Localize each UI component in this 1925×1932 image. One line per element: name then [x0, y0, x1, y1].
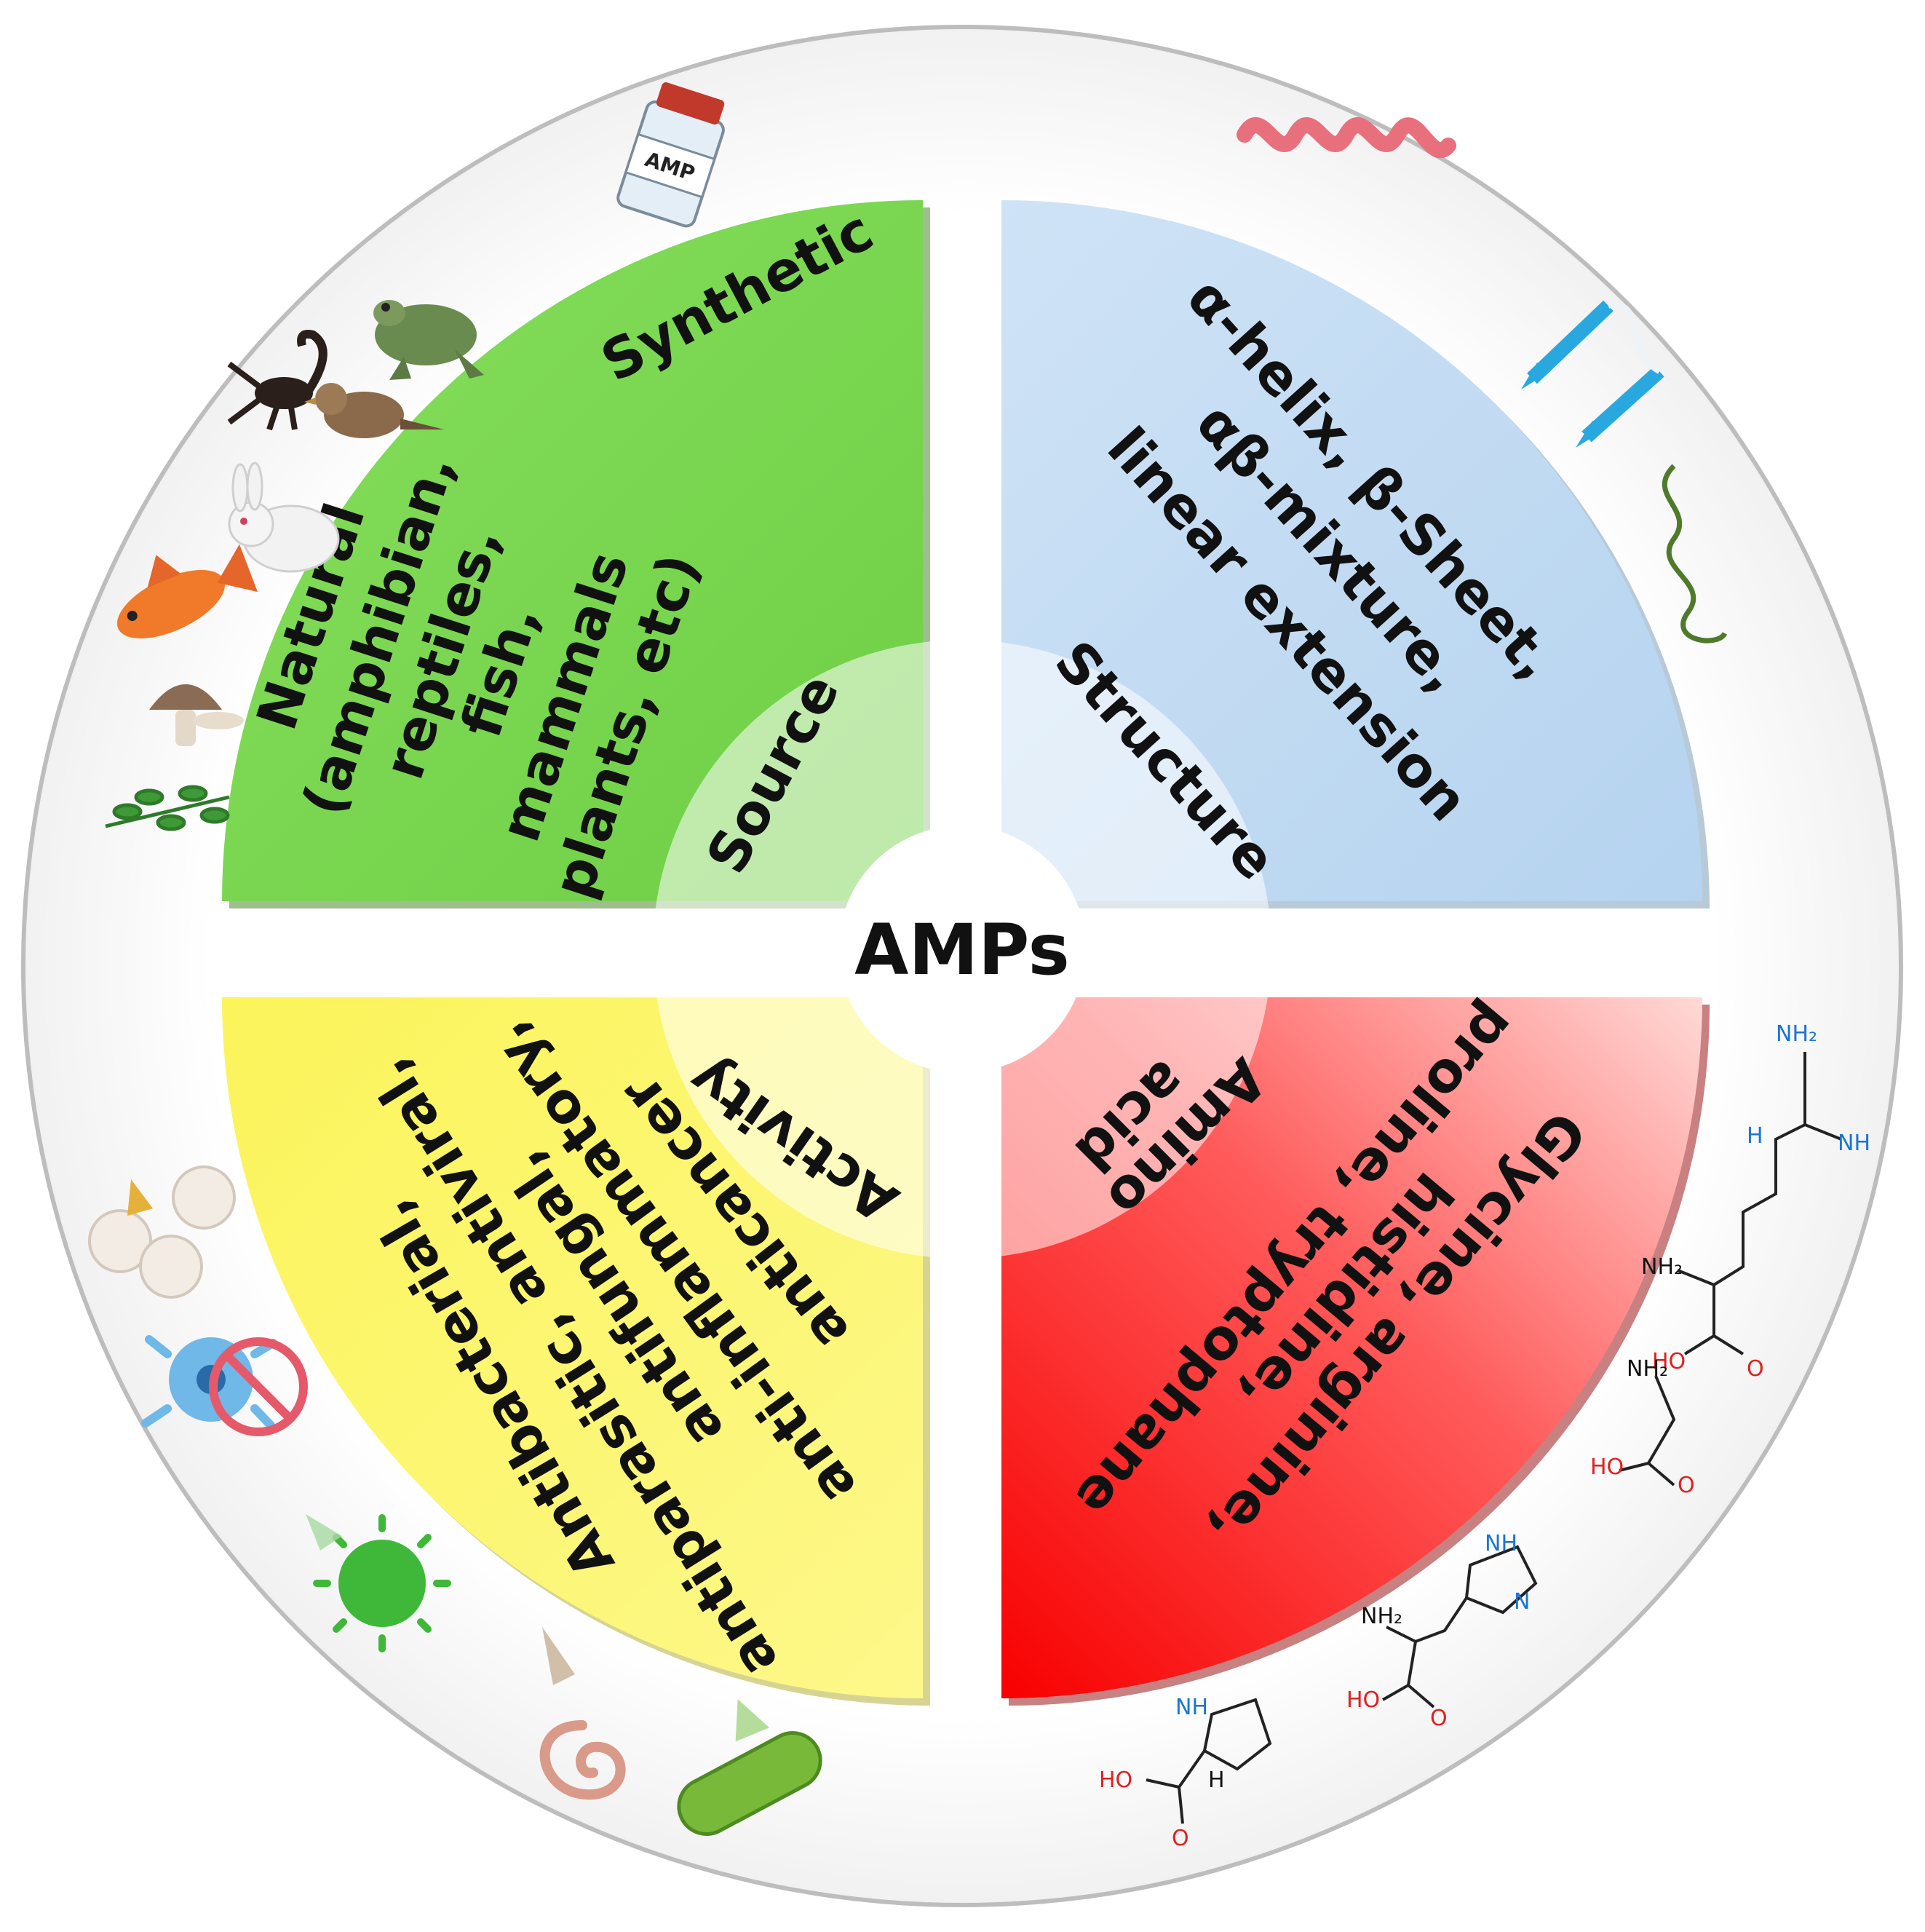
histidine-nh-label: NH — [1485, 1531, 1517, 1556]
plant-leaf-icon — [105, 785, 230, 831]
alpha-helix-icon — [1237, 117, 1456, 159]
glycine-structure-icon — [1619, 1375, 1676, 1486]
proline-ho-label: HO — [1099, 1767, 1132, 1793]
glycine-o-label: O — [1678, 1473, 1695, 1498]
arginine-h-label: H — [1747, 1123, 1763, 1149]
activity-wedge — [222, 997, 923, 1698]
proline-nh-label: NH — [1175, 1695, 1208, 1720]
histidine-ho-label: HO — [1346, 1687, 1380, 1713]
proline-h-label: H — [1208, 1767, 1225, 1793]
arginine-ho-label: HO — [1652, 1349, 1686, 1374]
center-disk — [838, 826, 1086, 1073]
fish-icon — [116, 544, 258, 638]
random-coil-icon — [1662, 464, 1728, 644]
structure-wedge — [1001, 200, 1702, 901]
parasite-blocked-icon — [141, 1335, 308, 1436]
histidine-o-label: O — [1430, 1706, 1448, 1731]
quadrant-structure — [1001, 200, 1710, 908]
arginine-nh-label: NH₂ — [1776, 1021, 1817, 1047]
arginine-nh2-label: NH — [1838, 1131, 1870, 1156]
scorpion-icon — [227, 330, 328, 431]
histidine-structure-icon — [1382, 1545, 1538, 1709]
arginine-amine-label: NH₂ — [1641, 1254, 1683, 1280]
histidine-nh2-label: NH₂ — [1361, 1604, 1402, 1629]
center-label: AMPs — [854, 909, 1070, 991]
amino-acid-wedge — [1001, 997, 1702, 1698]
bird-icon — [304, 383, 444, 438]
proline-o-label: O — [1172, 1826, 1189, 1851]
rabbit-icon — [228, 462, 340, 573]
glycine-ho-label: HO — [1590, 1454, 1624, 1480]
histidine-n-label: N — [1514, 1589, 1530, 1615]
worm-parasite-icon — [539, 1627, 626, 1800]
fungi-cells-icon — [88, 1165, 236, 1299]
mushroom-icon — [149, 684, 244, 746]
quadrant-amino-acid — [1001, 997, 1710, 1706]
amp-vial-icon: AMP — [616, 82, 725, 228]
frog-icon — [373, 300, 484, 380]
beta-sheet-icon — [1521, 300, 1664, 448]
glycine-nh2-label: NH₂ — [1627, 1356, 1668, 1382]
proline-structure-icon — [1146, 1698, 1272, 1824]
arginine-structure-icon — [1677, 1052, 1842, 1355]
arginine-o-label: O — [1747, 1356, 1764, 1382]
quadrant-activity — [222, 997, 930, 1706]
bacteria-icon — [677, 1699, 822, 1836]
virus-icon — [306, 1514, 451, 1652]
source-wedge — [222, 200, 923, 901]
